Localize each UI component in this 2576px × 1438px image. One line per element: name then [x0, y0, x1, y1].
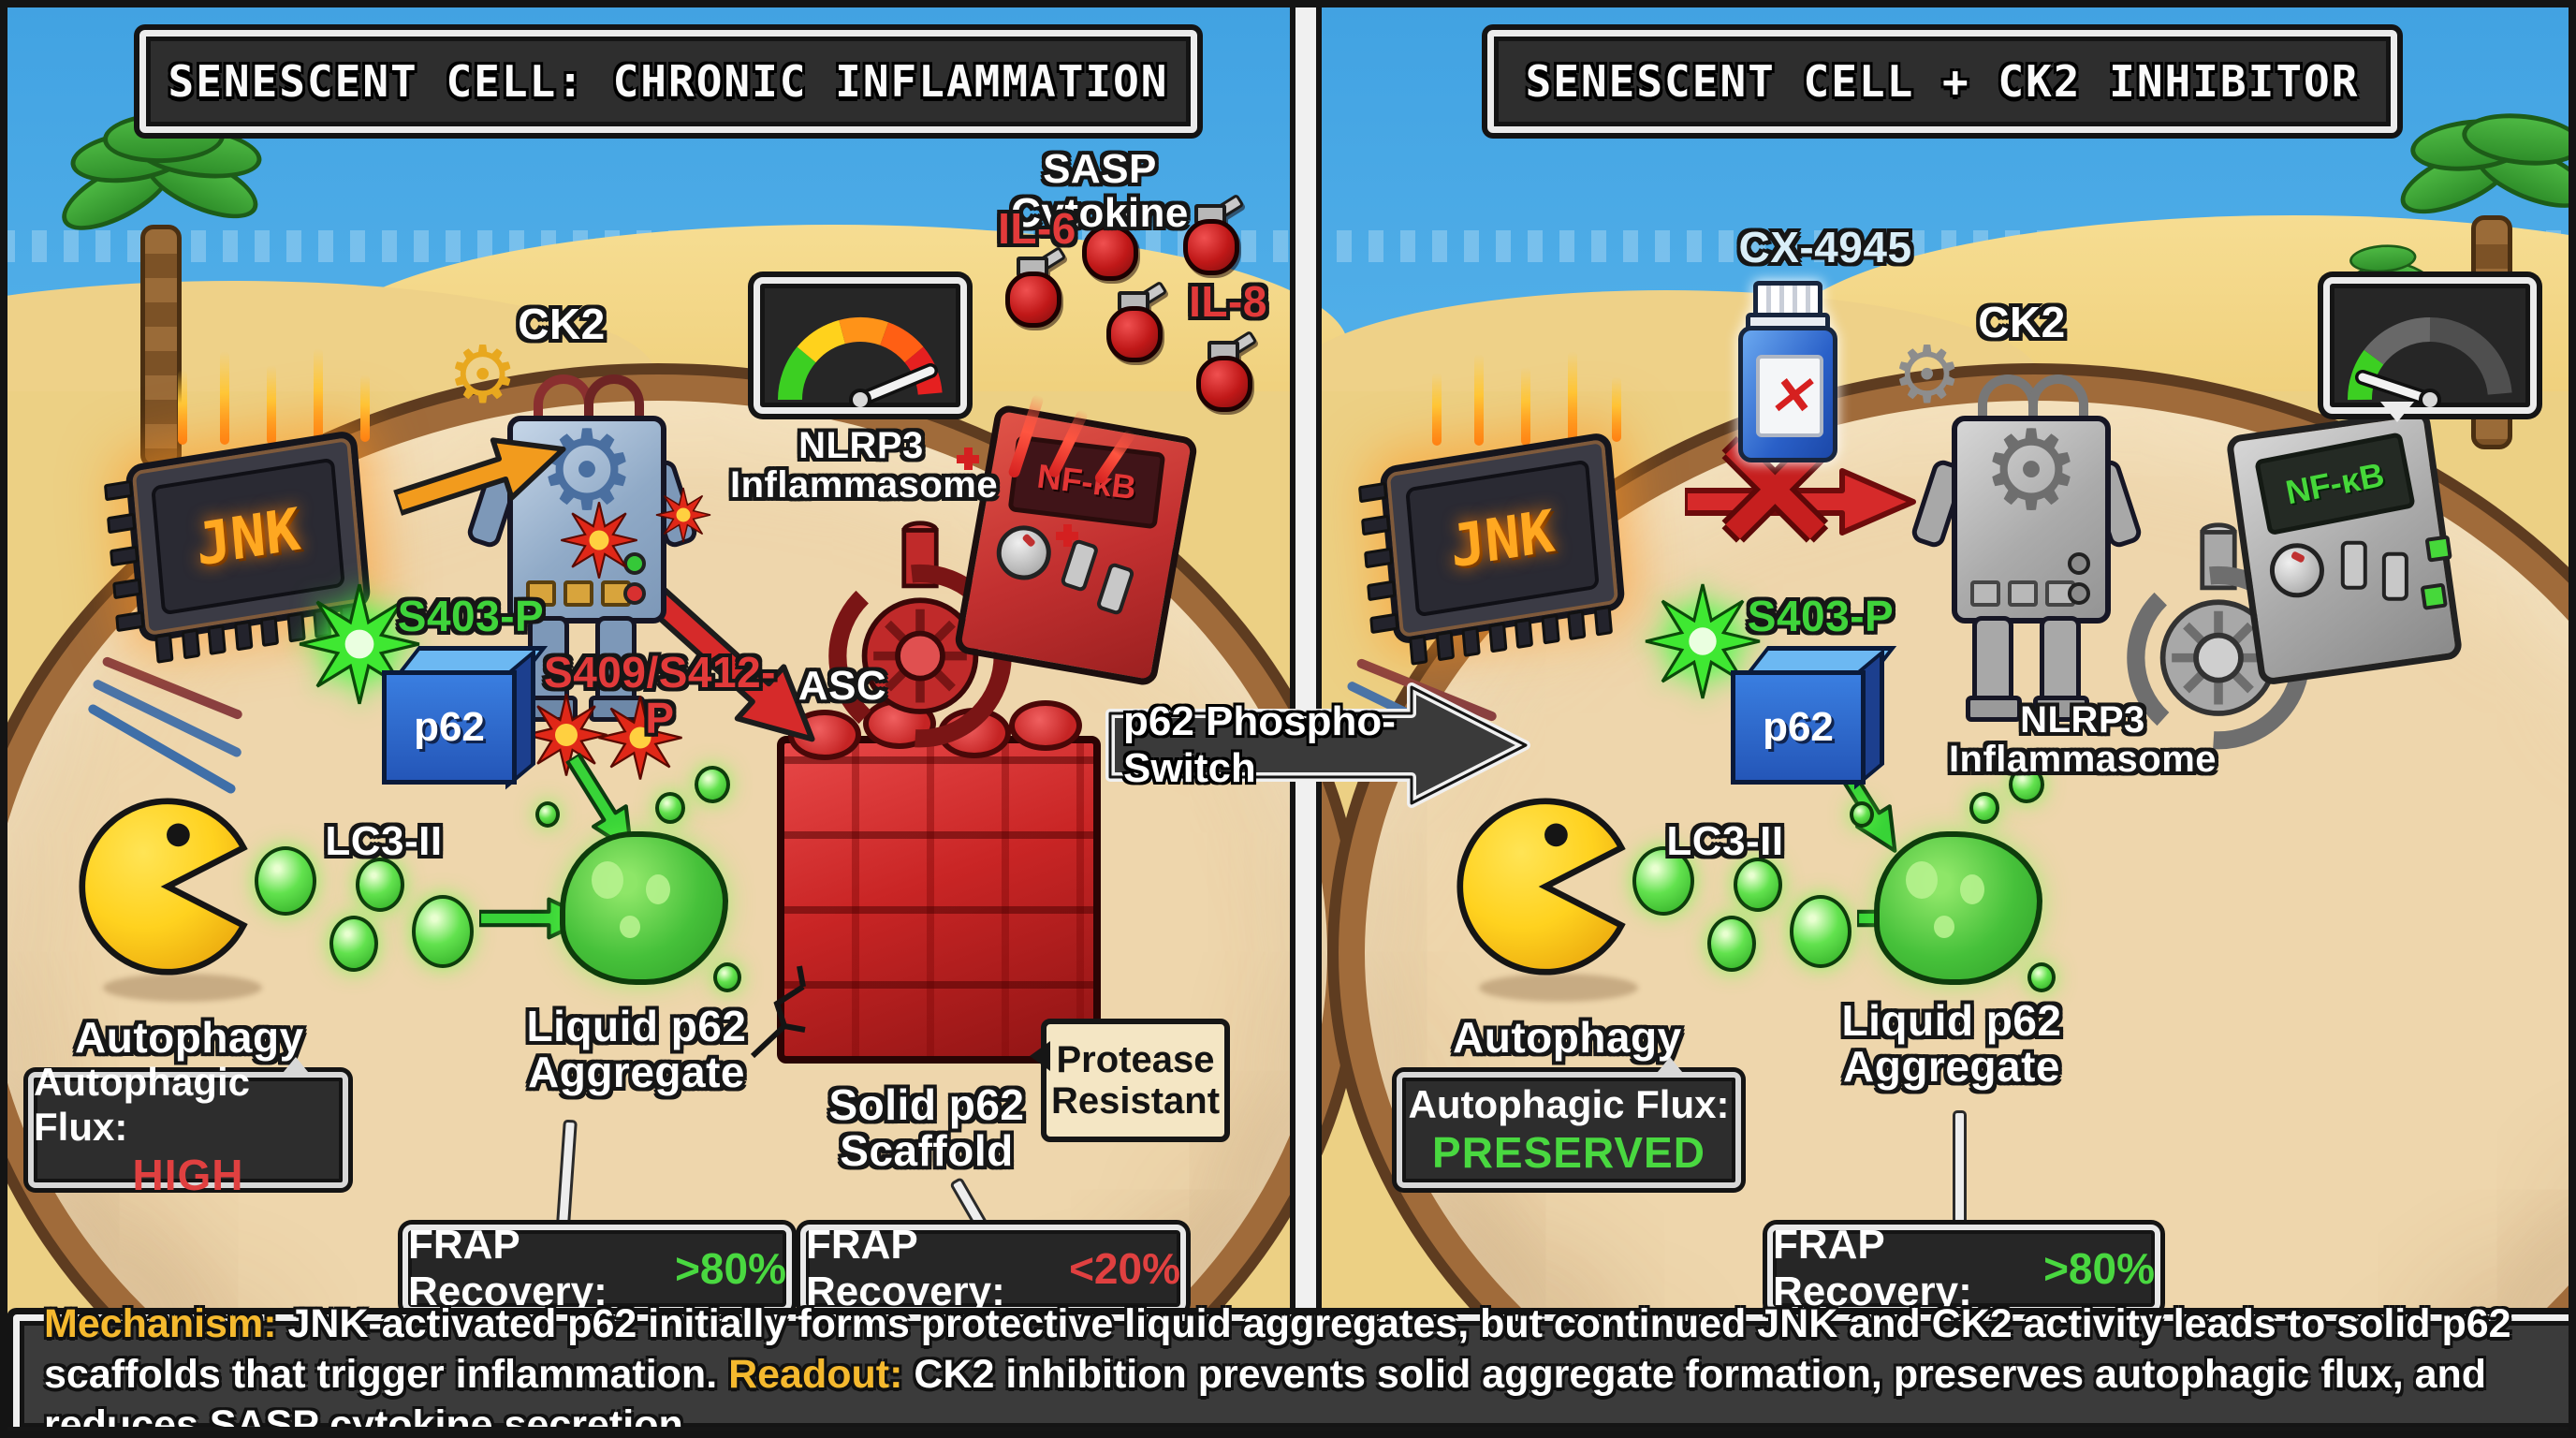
autophagy-label: Autophagy — [75, 1013, 304, 1062]
flux-value: HIGH — [132, 1151, 244, 1199]
x-icon: ✕ — [1767, 366, 1812, 425]
autophagic-flux-callout: Autophagic Flux: PRESERVED — [1397, 1057, 1741, 1188]
p62-label: p62 — [1763, 704, 1834, 750]
panel-divider — [1290, 0, 1322, 1314]
gear-icon: ⚙ — [1892, 330, 1963, 418]
mechanism-text: JNK-activated p62 initially forms protec… — [44, 1300, 2511, 1397]
jnk-label: JNK — [193, 493, 303, 580]
cytokine-grenade-icon — [1076, 198, 1144, 281]
gear-icon: ⚙ — [537, 409, 637, 533]
cytokine-grenade-icon — [1191, 330, 1258, 412]
blocked-arrow-icon — [1685, 468, 1916, 536]
lc3-vesicle-icon — [1734, 858, 1782, 912]
mechanism-footer: Mechanism: JNK-activated p62 initially f… — [13, 1301, 2576, 1438]
crack-icon — [750, 965, 806, 1059]
right-panel-title: SENESCENT CELL + CK2 INHIBITOR — [1487, 30, 2397, 133]
gear-icon: ⚙ — [1982, 409, 2081, 533]
frap-box: FRAP Recovery:>80% — [1767, 1222, 2160, 1314]
bottom-strip — [0, 1427, 2576, 1438]
connector-line — [1953, 1110, 1967, 1225]
inflammation-gauge-icon — [754, 277, 967, 414]
autophagy-label: Autophagy — [1453, 1013, 1682, 1062]
liquid-p62-aggregate-icon — [560, 831, 728, 985]
p62-cube-icon: p62 — [1731, 646, 1897, 790]
phospho-switch-arrow: p62 Phospho-Switch — [1103, 680, 1533, 811]
jnk-chip-icon: JNK — [1357, 431, 1626, 666]
liquid-p62-aggregate-icon — [1874, 831, 2042, 985]
flux-value: PRESERVED — [1432, 1128, 1705, 1177]
lc3-vesicle-icon — [329, 916, 378, 972]
p62-label: p62 — [414, 704, 485, 750]
bubble-icon — [1850, 801, 1874, 828]
readout-text: CK2 inhibition prevents solid aggregate … — [44, 1351, 2487, 1438]
phospho-burst-icon — [560, 501, 638, 584]
pacman-autophagy-icon — [1456, 798, 1626, 976]
phospho-burst-icon — [655, 487, 711, 548]
bubble-icon — [2027, 962, 2056, 992]
frap-solid-box: FRAP Recovery:<20% — [800, 1222, 1186, 1314]
il6-label: IL-6 — [998, 204, 1076, 253]
bubble-icon — [655, 792, 685, 824]
lc3-vesicle-icon — [1707, 916, 1756, 972]
spark-icon — [1056, 524, 1078, 547]
bubble-icon — [535, 801, 560, 828]
pacman-autophagy-icon — [79, 798, 248, 976]
lc3-label: LC3-II — [325, 818, 443, 864]
spark-icon — [524, 693, 608, 782]
readout-label: Readout: — [728, 1351, 903, 1397]
frap-liquid-box: FRAP Recovery:>80% — [402, 1222, 792, 1314]
phospho-burst-icon — [1644, 582, 1762, 705]
asc-label: ASC — [798, 663, 887, 709]
lc3-vesicle-icon — [1790, 895, 1852, 968]
inflammation-gauge-low-icon — [2323, 277, 2537, 422]
ck2-label: CK2 — [518, 300, 606, 348]
ck2-robot-inactive-icon: ⚙ ⚙ — [1892, 335, 2144, 732]
activation-arrow-icon — [391, 437, 566, 517]
p62-cube-icon: p62 — [382, 646, 549, 790]
bubble-icon — [713, 962, 741, 992]
solid-p62-scaffold-icon — [750, 698, 1101, 1064]
lc3-vesicle-icon — [356, 858, 404, 912]
left-panel-title: SENESCENT CELL: CHRONIC INFLAMMATION — [139, 30, 1197, 133]
s403-label: S403-P — [1747, 592, 1895, 640]
sasp-cytokine-label: SASP Cytokine — [1011, 146, 1189, 236]
lc3-vesicle-icon — [412, 895, 474, 968]
il8-label: IL-8 — [1189, 277, 1267, 326]
lc3-vesicle-icon — [1632, 846, 1694, 916]
cytokine-grenade-icon — [1101, 280, 1168, 362]
nfkb-machine-inactive-icon: NF-κB — [2225, 408, 2464, 686]
pill-bottle-icon: ✕ — [1736, 281, 1837, 462]
cytokine-grenade-icon — [1178, 193, 1245, 275]
gear-icon: ⚙ — [447, 330, 519, 418]
cx4945-label: CX-4945 — [1738, 223, 1912, 271]
s409-label: S409/S412-P — [544, 648, 776, 742]
cytokine-grenade-icon — [1000, 245, 1067, 328]
bubble-icon — [1969, 792, 1999, 824]
s403-label: S403-P — [397, 592, 545, 640]
bubble-icon — [2009, 766, 2044, 803]
spark-icon — [957, 448, 979, 470]
phospho-switch-label: p62 Phospho-Switch — [1123, 698, 1396, 791]
ck2-label: CK2 — [1978, 298, 2066, 346]
phospho-burst-icon — [597, 695, 683, 785]
lc3-label: LC3-II — [1666, 818, 1784, 864]
mechanism-label: Mechanism: — [44, 1300, 277, 1346]
bubble-icon — [695, 766, 730, 803]
nfkb-label: NF-κB — [2282, 455, 2388, 512]
jnk-label: JNK — [1447, 495, 1558, 581]
lc3-vesicle-icon — [255, 846, 316, 916]
autophagic-flux-callout: Autophagic Flux: HIGH — [28, 1057, 348, 1199]
